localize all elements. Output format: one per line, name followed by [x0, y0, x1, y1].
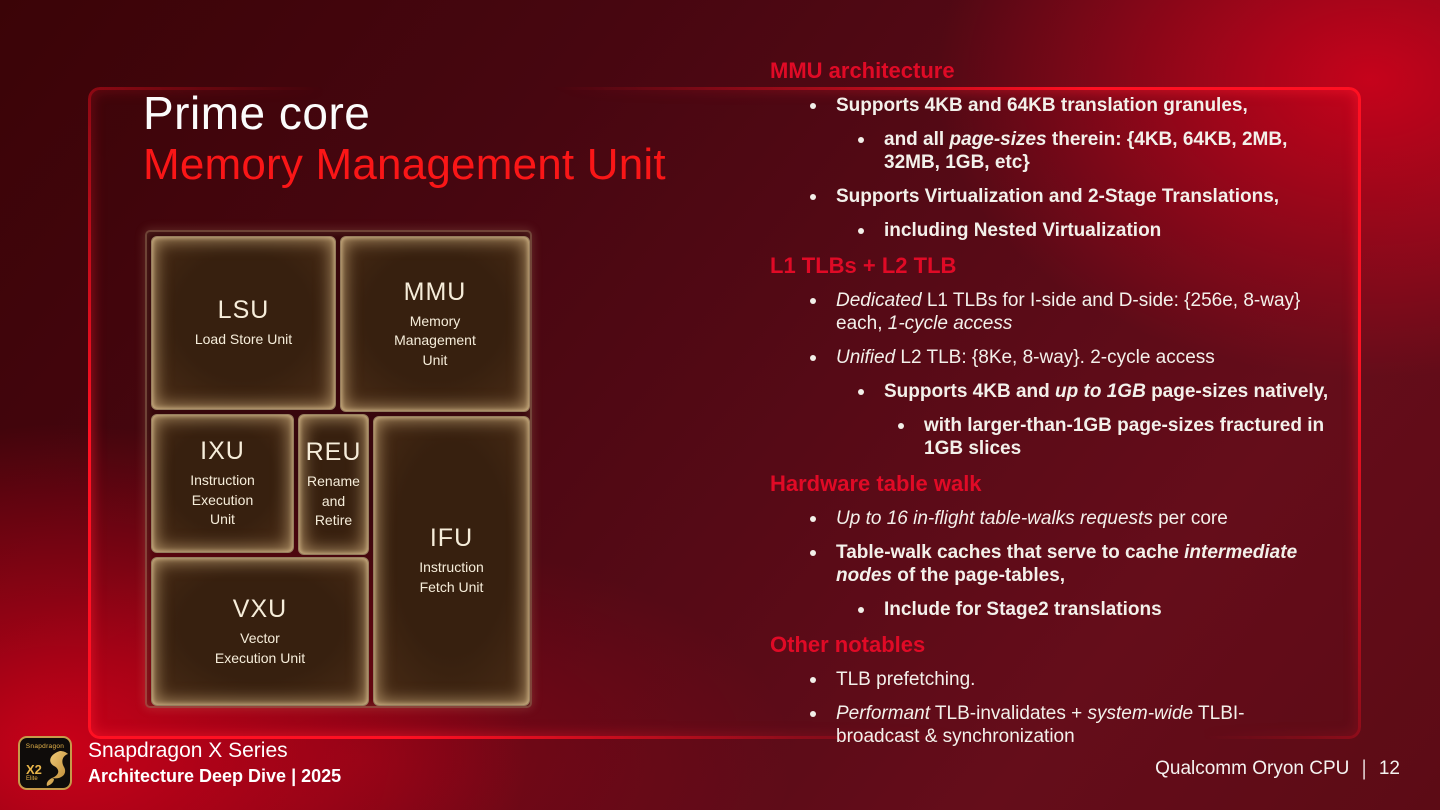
bullet-dot-icon [808, 346, 836, 369]
product-name: Qualcomm Oryon CPU [1155, 758, 1350, 779]
bullet-text: Up to 16 in-flight table-walks requests … [836, 508, 1228, 529]
badge-tier-label: Elite [26, 776, 38, 782]
diagram-block-mmu: MMU Memory Management Unit [340, 236, 530, 412]
bullet-dot-icon [808, 94, 836, 117]
diagram-block-lsu: LSU Load Store Unit [151, 236, 336, 410]
section-title: MMU architecture [770, 58, 955, 83]
block-abbr: IFU [429, 524, 474, 553]
bullet-text: Supports 4KB and 64KB translation granul… [836, 95, 1248, 116]
bullet-item: Include for Stage2 translations [856, 598, 1425, 621]
footer-texts: Snapdragon X Series Architecture Deep Di… [88, 738, 341, 788]
bullet-text: with larger-than-1GB page-sizes fracture… [924, 415, 1325, 459]
bullet-dot-icon [808, 702, 836, 748]
section-title: Other notables [770, 632, 926, 657]
block-abbr: MMU [403, 277, 467, 306]
bullet-item: Performant TLB-invalidates + system-wide… [808, 702, 1425, 748]
bullet-text: including Nested Virtualization [884, 220, 1162, 241]
badge-brand-label: Snapdragon [25, 743, 65, 750]
bullet-item: including Nested Virtualization [856, 219, 1425, 242]
bullet-dot-icon [808, 289, 836, 335]
block-abbr: IXU [200, 437, 245, 466]
block-abbr: VXU [232, 594, 288, 623]
snapdragon-badge: Snapdragon X2 Elite [18, 736, 72, 790]
block-name: Memory Management Unit [394, 312, 476, 368]
bullet-text: Unified L2 TLB: {8Ke, 8-way}. 2-cycle ac… [836, 347, 1215, 368]
page-footer: Qualcomm Oryon CPU | 12 [1155, 757, 1400, 781]
block-name: Load Store Unit [194, 331, 293, 348]
section-title: Hardware table walk [770, 471, 982, 496]
bullet-item: Unified L2 TLB: {8Ke, 8-way}. 2-cycle ac… [808, 346, 1425, 369]
series-title: Snapdragon X Series [88, 739, 288, 762]
deck-subtitle: Architecture Deep Dive | 2025 [88, 766, 342, 786]
bullet-item: Supports 4KB and up to 1GB page-sizes na… [856, 380, 1425, 403]
page-number: 12 [1378, 758, 1400, 779]
bullet-text: and all page-sizes therein: {4KB, 64KB, … [884, 129, 1288, 173]
bullet-text: Table-walk caches that serve to cache in… [836, 542, 1298, 586]
bullet-dot-icon [856, 598, 884, 621]
bullet-text: Supports 4KB and up to 1GB page-sizes na… [884, 381, 1329, 402]
diagram-block-reu: REU Rename and Retire [298, 414, 369, 555]
bullet-dot-icon [856, 128, 884, 174]
page-subtitle: Memory Management Unit [143, 140, 666, 189]
bullet-dot-icon [896, 414, 924, 460]
title-block: Prime core Memory Management Unit [143, 86, 666, 190]
bullet-text: Dedicated L1 TLBs for I-side and D-side:… [836, 290, 1301, 334]
block-abbr: LSU [217, 296, 270, 325]
diagram-block-ixu: IXU Instruction Execution Unit [151, 414, 294, 553]
block-name: Rename and Retire [307, 473, 360, 529]
bullet-item: TLB prefetching. [808, 668, 1425, 691]
block-name: Instruction Fetch Unit [419, 559, 484, 595]
block-abbr: REU [305, 438, 362, 467]
bullet-dot-icon [808, 668, 836, 691]
bullet-dot-icon [856, 219, 884, 242]
bullet-item: Supports Virtualization and 2-Stage Tran… [808, 185, 1425, 208]
bullet-dot-icon [856, 380, 884, 403]
footer-separator: | [1361, 757, 1367, 780]
bullet-item: Supports 4KB and 64KB translation granul… [808, 94, 1425, 117]
bullet-text: TLB prefetching. [836, 669, 976, 690]
bullet-item: and all page-sizes therein: {4KB, 64KB, … [856, 128, 1425, 174]
bullet-dot-icon [808, 185, 836, 208]
block-name: Instruction Execution Unit [190, 472, 255, 528]
bullet-dot-icon [808, 507, 836, 530]
core-block-diagram: LSU Load Store Unit MMU Memory Management U… [145, 230, 532, 708]
page-title: Prime core [143, 87, 371, 139]
bullet-dot-icon [808, 541, 836, 587]
bullet-item: Table-walk caches that serve to cache in… [808, 541, 1425, 587]
diagram-block-ifu: IFU Instruction Fetch Unit [373, 416, 530, 706]
block-name: Vector Execution Unit [214, 629, 306, 666]
bullet-text: Include for Stage2 translations [884, 599, 1162, 620]
diagram-block-vxu: VXU Vector Execution Unit [151, 557, 369, 706]
bullet-item: Up to 16 in-flight table-walks requests … [808, 507, 1425, 530]
brand-footer: Snapdragon X2 Elite Snapdragon X Series … [18, 736, 341, 790]
bullet-text: Performant TLB-invalidates + system-wide… [836, 703, 1245, 747]
badge-model-label: X2 [26, 762, 42, 777]
section-title: L1 TLBs + L2 TLB [770, 253, 957, 278]
dragon-swirl-icon [46, 751, 68, 786]
bullet-text: Supports Virtualization and 2-Stage Tran… [836, 186, 1280, 207]
bullet-item: with larger-than-1GB page-sizes fracture… [896, 414, 1425, 460]
bullet-item: Dedicated L1 TLBs for I-side and D-side:… [808, 289, 1425, 335]
